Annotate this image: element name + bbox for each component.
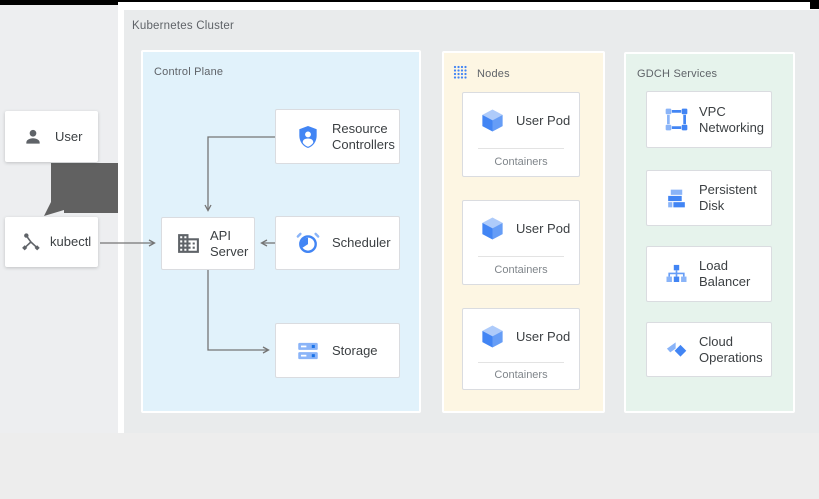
kubernetes-cluster-label: Kubernetes Cluster (132, 20, 235, 32)
top-left-edge-bar (0, 0, 118, 5)
nodes-label: Nodes (477, 68, 510, 80)
resource-controllers-card: Resource Controllers (275, 109, 400, 164)
containers-label: Containers (494, 369, 548, 381)
dotted-grid-icon (453, 65, 467, 79)
gdch-services-label: GDCH Services (637, 68, 718, 80)
cube-icon (482, 325, 503, 348)
containers-label: Containers (494, 156, 548, 168)
persistent-disk-label: Persistent Disk (699, 182, 757, 213)
vpc-networking-card: VPC Networking (646, 91, 772, 148)
api-server-label: API Server (210, 227, 249, 259)
kubectl-card: kubectl (5, 217, 98, 267)
user-pod-card-3: User Pod Containers (462, 308, 580, 390)
resource-controllers-label: Resource Controllers (332, 120, 395, 152)
top-right-edge-bar (810, 0, 819, 9)
divider (478, 148, 564, 149)
user-pod-card-1: User Pod Containers (462, 92, 580, 177)
user-pod-label: User Pod (516, 113, 571, 128)
control-plane-label: Control Plane (154, 66, 224, 78)
node-graph-icon (22, 233, 40, 251)
clock-icon (296, 232, 320, 253)
vpc-icon (665, 108, 688, 131)
scheduler-label: Scheduler (332, 235, 391, 250)
load-balancer-card: Load Balancer (646, 246, 772, 302)
cube-icon (482, 109, 503, 132)
user-pod-label: User Pod (516, 329, 571, 344)
storage-label: Storage (332, 342, 378, 358)
server-racks-icon (298, 342, 318, 359)
containers-label: Containers (494, 264, 548, 276)
load-balancer-label: Load Balancer (699, 258, 751, 289)
vpc-networking-label: VPC Networking (699, 103, 765, 135)
cloud-operations-icon (666, 342, 687, 357)
building-icon (178, 234, 199, 253)
persistent-disk-card: Persistent Disk (646, 170, 772, 226)
persistent-disk-icon (668, 189, 685, 207)
user-label: User (55, 128, 83, 144)
user-pod-card-2: User Pod Containers (462, 200, 580, 285)
storage-card: Storage (275, 323, 400, 378)
user-pod-label: User Pod (516, 221, 571, 236)
bottom-gray-background (0, 433, 819, 499)
cloud-operations-card: Cloud Operations (646, 322, 772, 377)
kubectl-label: kubectl (50, 234, 92, 249)
load-balancer-icon (666, 264, 687, 282)
user-card: User (5, 111, 98, 162)
divider (478, 256, 564, 257)
api-server-card: API Server (161, 217, 255, 270)
person-icon (26, 129, 40, 144)
cloud-operations-label: Cloud Operations (699, 333, 763, 365)
scheduler-card: Scheduler (275, 216, 400, 270)
shield-person-icon (299, 125, 317, 148)
top-edge-bar (0, 0, 819, 2)
divider (478, 362, 564, 363)
cube-icon (482, 217, 503, 240)
